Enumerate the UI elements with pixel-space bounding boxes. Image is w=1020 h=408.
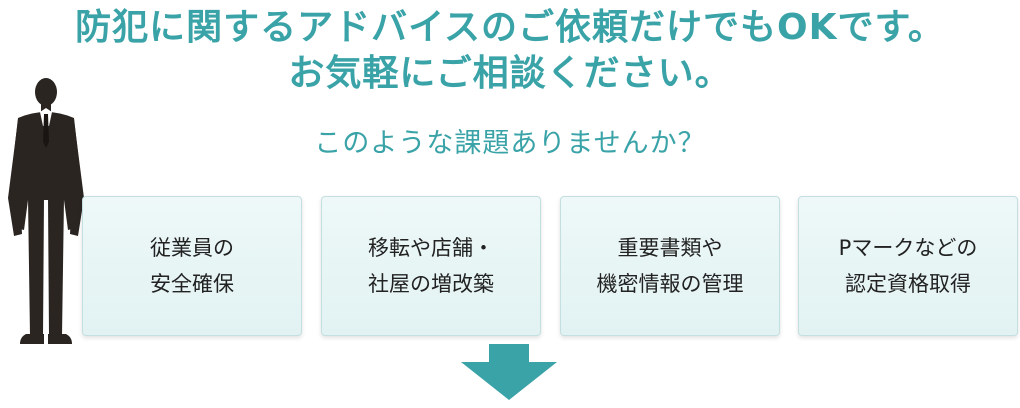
card-line: 機密情報の管理	[596, 272, 744, 296]
card-line: 従業員の	[150, 236, 234, 260]
card-line: 社屋の増改築	[368, 272, 494, 296]
issue-cards: 従業員の 安全確保 移転や店舗・ 社屋の増改築 重要書類や 機密情報の管理 Pマ…	[82, 196, 1020, 338]
businessman-silhouette-icon	[8, 78, 84, 344]
card-relocation-renovation: 移転や店舗・ 社屋の増改築	[321, 196, 541, 336]
card-line: 安全確保	[150, 272, 234, 296]
card-document-management: 重要書類や 機密情報の管理	[560, 196, 780, 336]
card-line: 認定資格取得	[844, 272, 971, 296]
card-employee-safety: 従業員の 安全確保	[82, 196, 302, 336]
down-arrow-icon	[461, 344, 557, 400]
card-line: 重要書類や	[617, 236, 723, 260]
card-line: 移転や店舗・	[368, 236, 494, 260]
question-heading: このような課題ありませんか？	[314, 128, 706, 159]
headline-line-1: 防犯に関するアドバイスのご依頼だけでもOKです。	[75, 7, 945, 48]
headline-line-2: お気軽にご相談ください。	[288, 53, 732, 94]
card-certification: Pマークなどの 認定資格取得	[798, 196, 1018, 336]
card-line: Pマークなどの	[838, 236, 978, 260]
